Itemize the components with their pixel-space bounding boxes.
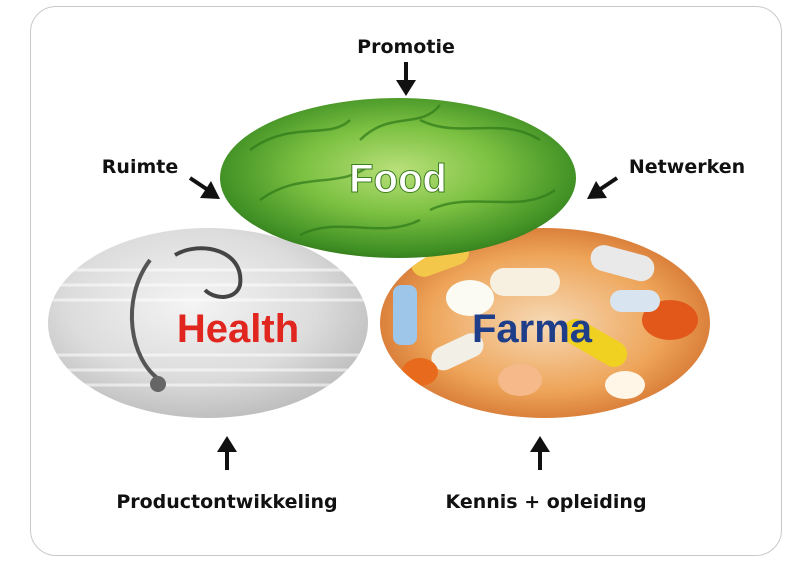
arrow-up-productontwikkeling-icon (217, 436, 237, 470)
arrow-netwerken-icon (587, 176, 619, 199)
netwerken-label: Netwerken (629, 156, 745, 178)
health-label: Health (177, 307, 299, 351)
food-circle (220, 98, 576, 258)
arrow-down-icon (396, 62, 416, 96)
farma-circle (380, 228, 710, 418)
health-circle (48, 228, 368, 418)
ruimte-label: Ruimte (102, 156, 178, 178)
stethoscope-icon (129, 246, 243, 392)
arrow-up-kennis-icon (530, 436, 550, 470)
kennis-opleiding-label: Kennis + opleiding (445, 491, 646, 513)
food-label: Food (349, 157, 447, 201)
productontwikkeling-label: Productontwikkeling (116, 491, 337, 513)
farma-label: Farma (472, 307, 593, 351)
promotie-label: Promotie (357, 36, 455, 58)
arrow-ruimte-icon (188, 176, 220, 199)
